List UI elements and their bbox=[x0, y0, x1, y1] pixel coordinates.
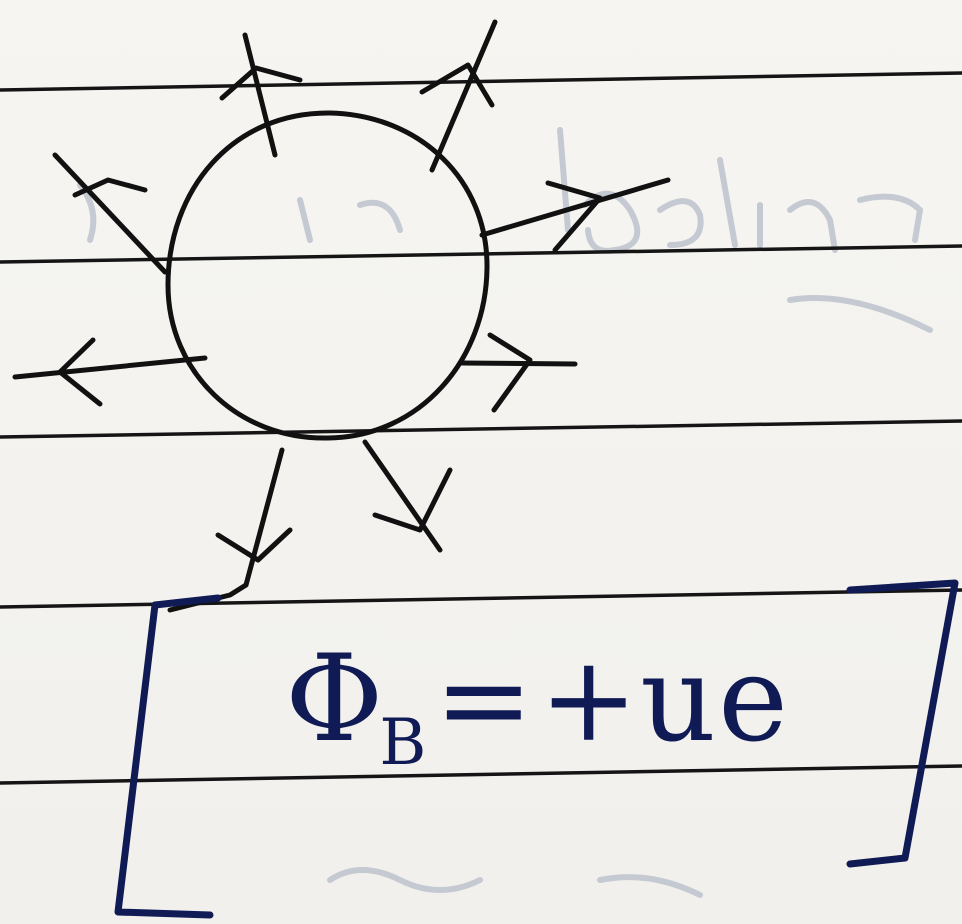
flux-symbol: Φ bbox=[285, 630, 386, 769]
closed-surface bbox=[165, 110, 490, 441]
equals-sign: = bbox=[434, 630, 536, 768]
arrow-left-up-icon bbox=[52, 152, 168, 275]
arrow-right-icon bbox=[459, 332, 578, 413]
flux-value: +ue bbox=[539, 630, 790, 768]
arrow-up-left-icon bbox=[219, 32, 303, 158]
formula-brackets bbox=[114, 579, 959, 919]
field-arrows bbox=[12, 19, 671, 613]
arrow-down-right-icon bbox=[362, 439, 453, 553]
arrow-right-up-icon bbox=[479, 177, 671, 253]
ruled-lines bbox=[0, 71, 962, 785]
arrow-down-left-icon bbox=[167, 447, 293, 613]
left-bracket-icon bbox=[114, 594, 222, 919]
arrow-up-right-icon bbox=[419, 19, 498, 173]
arrow-left-icon bbox=[12, 337, 208, 407]
gauss-law-formula: ΦB=+ue bbox=[285, 640, 790, 776]
right-bracket-icon bbox=[846, 579, 959, 868]
sphere-circle bbox=[165, 110, 490, 441]
flux-subscript: B bbox=[379, 706, 429, 780]
